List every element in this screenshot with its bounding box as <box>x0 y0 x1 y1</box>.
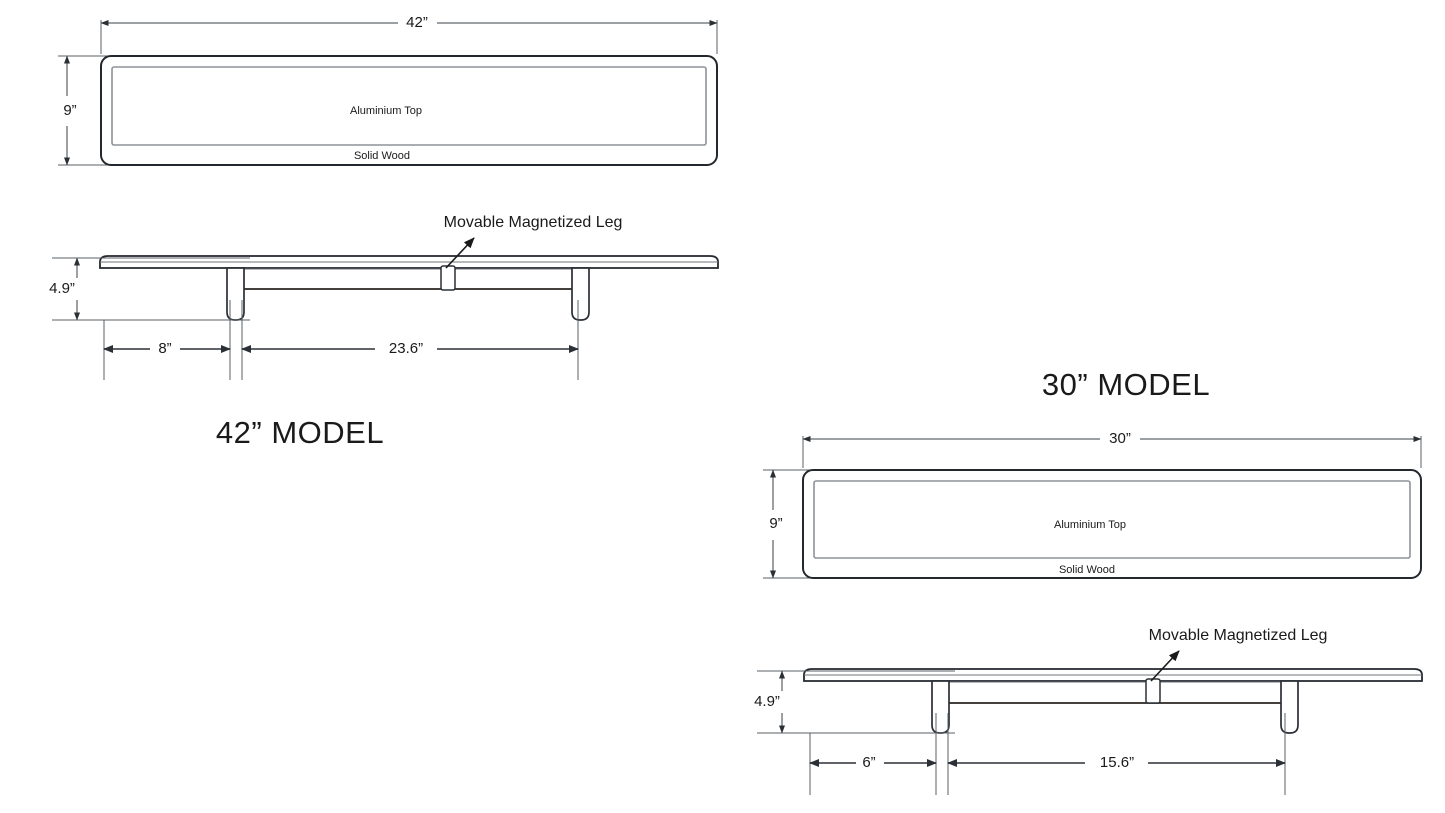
model-30-movable-leg-callout: Movable Magnetized Leg <box>1149 627 1328 644</box>
model-42-solid-wood-label: Solid Wood <box>354 150 410 162</box>
model-30-solid-wood-label: Solid Wood <box>1059 564 1115 576</box>
model-30-right-leg <box>1280 680 1299 734</box>
model-30-aluminium-panel <box>813 480 1411 559</box>
model-42-depth-dimension-label: 9” <box>63 102 76 119</box>
model-42-aluminium-top-label: Aluminium Top <box>350 105 422 117</box>
model-42-left-inset-label: 8” <box>158 340 171 357</box>
model-30-top-view: 30” MODEL 30” 9” Aluminium Top Solid Woo… <box>763 367 1422 579</box>
model-30-width-dimension-label: 30” <box>1109 430 1131 447</box>
model-30-left-inset-label: 6” <box>862 754 875 771</box>
model-30-title: 30” MODEL <box>1042 367 1210 402</box>
model-30-leg-span-label: 15.6” <box>1100 754 1134 771</box>
model-30-depth-dimension-label: 9” <box>769 515 782 532</box>
model-42-title: 42” MODEL <box>216 415 384 450</box>
model-42-width-dimension-label: 42” <box>406 14 428 31</box>
model-42-side-height-label: 4.9” <box>49 280 75 297</box>
model-42-aluminium-panel <box>111 66 707 146</box>
model-30-side-height-label: 4.9” <box>754 693 780 710</box>
model-30-callout-leader <box>1150 650 1180 682</box>
model-42-top-view: 42” 9” Aluminium Top Solid Wood <box>58 14 718 166</box>
model-30-side-view: Movable Magnetized Leg 4.9” 6” 15.6” <box>754 627 1423 795</box>
model-42-movable-leg-callout: Movable Magnetized Leg <box>444 214 623 231</box>
model-42-movable-magnetized-leg <box>440 265 456 291</box>
model-30-aluminium-top-label: Aluminium Top <box>1054 519 1126 531</box>
model-30-movable-magnetized-leg <box>1145 678 1161 704</box>
model-42-right-leg <box>571 267 590 321</box>
model-42-side-view: Movable Magnetized Leg 4.9” 8” 23.6” 42”… <box>49 214 719 450</box>
model-30-left-leg <box>931 680 950 734</box>
model-42-leg-span-label: 23.6” <box>389 340 423 357</box>
model-42-callout-leader <box>445 237 475 269</box>
